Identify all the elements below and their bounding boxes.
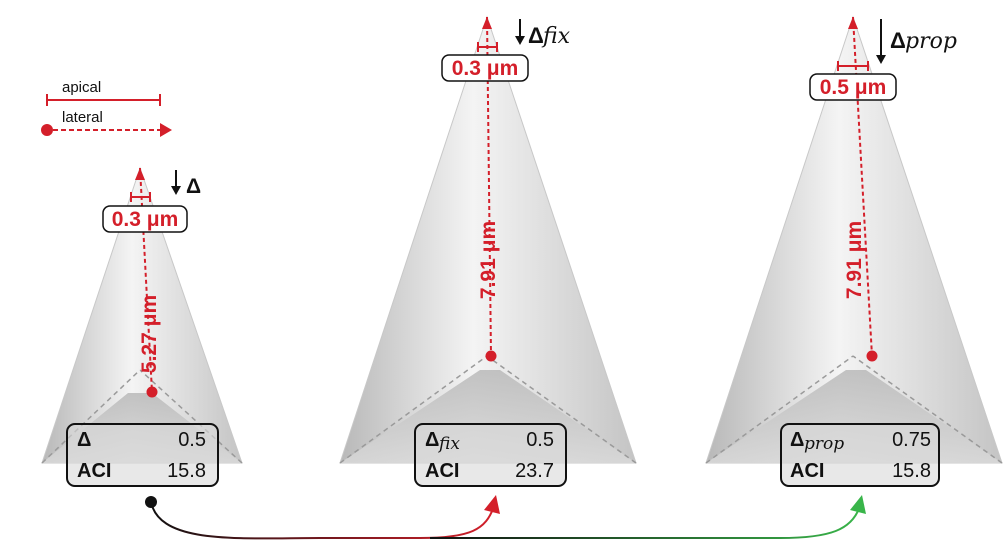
lateral-dim-dot xyxy=(866,350,878,362)
table-delta-value: 0.5 xyxy=(178,429,206,451)
legend-apical-label: apical xyxy=(62,79,101,96)
arrowhead-to-prop xyxy=(850,495,866,514)
apical-dim-label: 0.3 μm xyxy=(112,208,179,231)
legend-lateral-dot xyxy=(41,124,53,136)
lateral-dim-dot xyxy=(485,350,497,362)
table-delta-value: 0.5 xyxy=(526,429,554,451)
apical-dim-label: 0.5 μm xyxy=(820,76,887,99)
delta-label: Δ xyxy=(890,28,906,53)
table-aci-value: 23.7 xyxy=(515,460,554,482)
transition-arc-to-fix xyxy=(150,501,495,540)
apical-dim-label: 0.3 μm xyxy=(452,57,519,80)
delta-label: Δ xyxy=(528,23,544,48)
delta-subscript: fix xyxy=(541,24,571,49)
cone-base-edges xyxy=(705,355,1003,464)
delta-subscript: prop xyxy=(905,29,957,54)
delta-label: Δ xyxy=(186,175,201,198)
apical-dim-box xyxy=(441,54,529,82)
transition-arrows xyxy=(145,495,866,540)
param-table xyxy=(780,423,940,487)
cone-fix: Δ fix 0.3 μm 7.91 μm Δ fix 0.5 ACI 23.7 xyxy=(339,15,637,487)
legend: apical lateral xyxy=(41,79,172,137)
arrowhead-to-fix xyxy=(484,495,500,514)
lateral-dim-label: 5.27 μm xyxy=(138,295,161,373)
lateral-dim-label: 7.91 μm xyxy=(843,221,866,299)
cone-base: Δ 0.3 μm 5.27 μm Δ 0.5 ACI 15.8 xyxy=(41,166,243,487)
apex-arrowhead xyxy=(135,168,145,180)
apex-arrowhead xyxy=(848,17,858,29)
lateral-dim-dot xyxy=(146,386,158,398)
table-aci-value: 15.8 xyxy=(892,460,931,482)
table-delta-value: 0.75 xyxy=(892,429,931,451)
table-aci-label: ACI xyxy=(790,460,824,482)
param-table xyxy=(414,423,567,487)
legend-lateral-label: lateral xyxy=(62,109,103,126)
table-aci-label: ACI xyxy=(77,460,111,482)
table-delta-label: Δ xyxy=(425,429,439,451)
delta-arrowhead xyxy=(876,55,886,64)
table-aci-label: ACI xyxy=(425,460,459,482)
param-table xyxy=(66,423,219,487)
lateral-dim-label: 7.91 μm xyxy=(477,221,500,299)
cone-base-edges xyxy=(339,355,637,464)
cone-prop: Δ prop 0.5 μm 7.91 μm Δ prop 0.75 ACI 15… xyxy=(705,15,1003,487)
table-delta-subscript: fix xyxy=(437,434,460,454)
apical-dim-box xyxy=(102,205,188,233)
apex-arrowhead xyxy=(482,17,492,29)
table-aci-value: 15.8 xyxy=(167,460,206,482)
table-delta-label: Δ xyxy=(790,429,804,451)
table-delta-label: Δ xyxy=(77,429,91,451)
legend-lateral-arrowhead xyxy=(160,123,172,137)
table-delta-subscript: prop xyxy=(804,434,844,454)
delta-arrowhead xyxy=(515,36,525,45)
cone-base-edges xyxy=(41,369,243,464)
apical-dim-box xyxy=(809,73,897,101)
delta-arrowhead xyxy=(171,186,181,195)
transition-arc-to-prop xyxy=(430,505,861,539)
